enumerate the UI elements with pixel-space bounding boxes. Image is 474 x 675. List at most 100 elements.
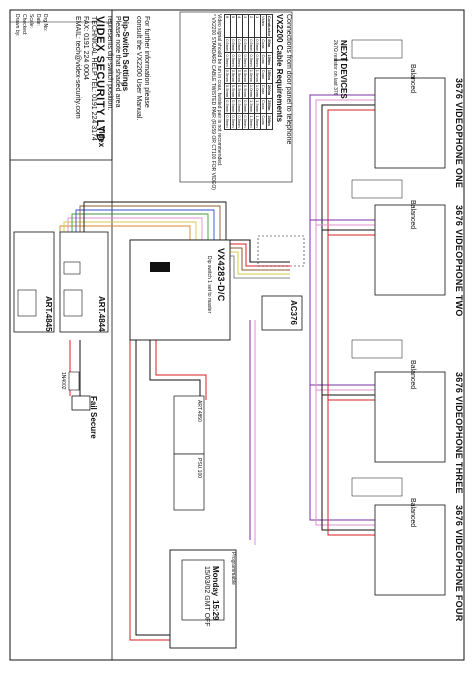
cable-table-cell: 1.5mm xyxy=(254,113,261,130)
device-boxes xyxy=(13,39,446,649)
riser-pink xyxy=(315,99,380,300)
cable-table-cell: 0.5mm xyxy=(236,52,243,69)
wire-panel-black xyxy=(83,201,227,240)
panel-b-box xyxy=(59,231,109,333)
cable-table-cell: 1.0mm xyxy=(248,68,255,84)
diode-box xyxy=(68,371,80,391)
dip-switch-phone-one xyxy=(351,39,403,59)
cable-table-cell: 3 xyxy=(242,14,249,38)
cable-table-cell: 0.5mm xyxy=(236,37,243,53)
cable-table-cell: 0.5mm xyxy=(224,68,231,84)
cable-table-cell: 0.5mm xyxy=(230,98,237,114)
cable-table-cell: 0.5mm xyxy=(224,113,231,130)
dip-settings-line-1: Please note that shaded area xyxy=(114,16,121,108)
title-block-drg-no: Drg No: xyxy=(42,14,48,32)
title-block xyxy=(9,9,113,161)
phone-two-balanced: Balanced xyxy=(409,200,416,230)
cable-table-cell: 0.5mm xyxy=(224,52,231,69)
company-tech-help: TECHNICAL HELP TEL: 0191 224 3174 xyxy=(90,16,97,141)
cable-table-cell: 0.5mm xyxy=(242,83,249,99)
cable-table-cell: 1.0mm xyxy=(254,68,261,84)
cable-table-group: Connections from door panel to telephone… xyxy=(210,14,292,190)
cable-table-cell: Video xyxy=(260,14,267,38)
cable-table-cell: 0.5mm xyxy=(254,37,261,53)
cable-table-cell: Coax xyxy=(260,83,267,99)
cable-table-header-cell: 100m xyxy=(266,52,273,69)
sheet-border xyxy=(9,9,465,661)
manual-note-line-2: consult the VX2200 User Manual. xyxy=(135,16,142,121)
wire-panel-yellow xyxy=(63,221,197,240)
panel-a-box xyxy=(13,231,55,333)
cable-table-cell: 6 xyxy=(224,14,231,38)
wire-panel-pink xyxy=(67,217,203,240)
cable-table-cell: 0.5mm xyxy=(236,68,243,84)
cable-table-cell: 0.5mm xyxy=(248,37,255,53)
company-fax: FAX: 0191 224 0004 xyxy=(82,16,89,80)
psu-box xyxy=(129,239,231,341)
cable-table-cell: 0.5mm xyxy=(242,113,249,130)
cable-table-cell: 0.5mm xyxy=(230,113,237,130)
cable-table-cell: 1 xyxy=(254,14,261,38)
cable-table-note-2: * VX2200 STANDARD CABLE TWISTED PAIR (RG… xyxy=(210,14,216,190)
cable-table-note-1: Video signal should be run in coax, twis… xyxy=(216,14,222,167)
cable-table-cell: 0.5mm xyxy=(236,98,243,114)
cable-table-cell: 2 xyxy=(248,14,255,38)
clock-label: Programmable xyxy=(230,552,236,585)
wire-panel-blue xyxy=(75,209,215,240)
wire-aux-black xyxy=(149,340,201,400)
dip-switch-phone-four xyxy=(351,477,403,497)
unit-a-model: ART.4850 xyxy=(196,400,202,422)
wire-panel-brown xyxy=(79,205,221,240)
cable-table-header-cell: 300m xyxy=(266,113,273,130)
phone-one-title: 3676 VIDEOPHONE ONE xyxy=(454,78,464,189)
dip-settings-heading: Dip-Switch Settings xyxy=(121,16,130,92)
phone-four-box xyxy=(374,504,446,596)
cable-table-cell: 0.5mm xyxy=(230,68,237,84)
cable-table-cell: 4 xyxy=(236,14,243,38)
lock-box xyxy=(71,395,91,411)
cable-table-cell: 0.5mm xyxy=(224,83,231,99)
cable-table-cell: 1.0mm xyxy=(254,83,261,99)
clock-day: Monday xyxy=(211,566,220,597)
wire-aux-red xyxy=(155,340,207,400)
manual-note-line-1: For further information please xyxy=(143,16,150,108)
cable-table-cell: 0.5mm xyxy=(236,83,243,99)
clock-date: 15/03/02 GMT OFF xyxy=(203,566,210,627)
cable-table-header-cell: 250m xyxy=(266,98,273,114)
cable-table-cell: 1.5mm xyxy=(248,113,255,130)
cable-table-cell: 0.5mm xyxy=(230,83,237,99)
phone-four-balanced: Balanced xyxy=(409,498,416,528)
cable-table-header-cell: 150m xyxy=(266,68,273,84)
title-block-scale: Scale: xyxy=(28,14,34,28)
cable-table-cell: 0.5mm xyxy=(248,52,255,69)
psu-note: Dip switch 1 set to master xyxy=(206,256,212,314)
phone-risers xyxy=(309,59,380,536)
dip-settings-line-2: represents dip-switch position. xyxy=(106,16,113,111)
cable-table-subtitle: Connections from door panel to telephone xyxy=(285,14,292,145)
dip-switch-phone-two xyxy=(351,179,403,199)
title-block-date: Date: xyxy=(35,14,41,26)
cable-table-cell: Coax xyxy=(260,52,267,69)
cable-table-cell: 0.5mm xyxy=(224,37,231,53)
cable-table-cell: Coax xyxy=(260,98,267,114)
cable-table-header-cell: 200m xyxy=(266,83,273,99)
cable-table-cell: 0.5mm xyxy=(242,37,249,53)
panel-wiring xyxy=(59,201,227,240)
panel-b-model: ART.4844 xyxy=(97,296,106,332)
wire-panel-green xyxy=(71,213,209,240)
next-devices-label: NEXT DEVICES xyxy=(339,40,348,99)
cable-table-cell: 1.0mm xyxy=(248,83,255,99)
cable-table-cell: 1.5mm xyxy=(254,98,261,114)
phone-four-title: 3676 VIDEOPHONE FOUR xyxy=(454,505,464,622)
cable-table-cell: 5 xyxy=(230,14,237,38)
cable-table-cell: 0.5mm xyxy=(230,52,237,69)
unit-a-box xyxy=(173,395,205,455)
cable-table-cell: 0.5mm xyxy=(242,98,249,114)
company-logo: Videx xyxy=(97,126,106,148)
cable-table-cell: 0.5mm xyxy=(254,52,261,69)
lock-label: Fail Secure xyxy=(89,396,98,439)
